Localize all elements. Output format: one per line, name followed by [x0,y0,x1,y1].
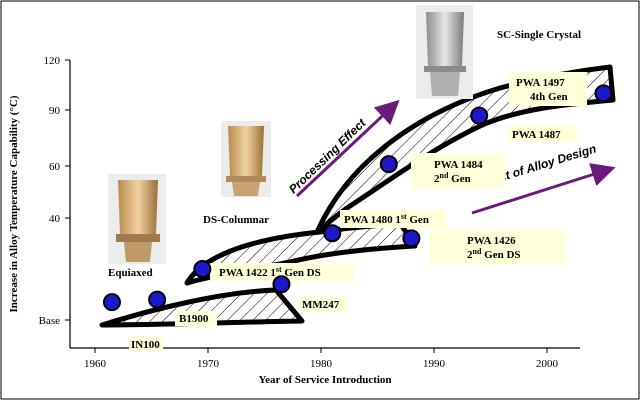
data-point [148,290,167,309]
y-tick-label: 60 [49,161,61,173]
data-point [379,155,398,174]
tick-group: 1960 1970 1980 1990 2000 Base 40 60 90 120 [39,55,559,370]
sc-blade-image [416,5,473,99]
x-axis-label: Year of Service Introduction [258,374,391,386]
ds-blade-image [221,121,271,197]
y-tick-label: 40 [49,213,61,225]
label-pwa1497-line2: 4th Gen [530,91,568,103]
label-pwa1497-line1: PWA 1497 [516,77,565,89]
x-tick-label: 1980 [310,358,333,370]
label-pwa1426-line1: PWA 1426 [467,235,516,247]
label-b1900: B1900 [179,313,209,325]
label-pwa1484-line1: PWA 1484 [434,159,483,171]
processing-effect-arrow [295,99,400,198]
y-tick-label: 90 [49,105,61,117]
y-tick-label: Base [39,315,61,327]
x-tick-label: 1960 [84,358,107,370]
ds-columnar-label: DS-Columnar [203,214,269,226]
data-point [470,106,489,125]
x-tick-label: 1990 [423,358,446,370]
data-point [402,229,421,248]
y-tick-label: 120 [44,55,61,67]
data-points [102,84,613,312]
data-point [323,224,342,243]
label-box-pwa1426 [430,230,566,264]
equiaxed-blade-image [108,174,166,264]
label-box-mm247 [298,297,348,312]
label-box-pwa1422 [210,263,354,281]
label-box-pwa1497 [509,72,587,106]
data-point [272,275,291,294]
data-point [594,84,613,103]
label-pwa1426-line2: 2nd Gen DS [467,247,521,262]
label-box-pwa1487 [507,126,577,142]
x-tick-label: 1970 [197,358,220,370]
y-axis-label: Increase in Alloy Temperature Capability… [8,95,20,312]
alloy-design-arrow [471,163,616,215]
single-crystal-label: SC-Single Crystal [497,29,581,41]
label-box-pwa1484 [411,153,505,189]
equiaxed-label: Equiaxed [108,267,153,279]
label-box-b1900 [175,311,217,326]
label-pwa1480: PWA 1480 1st Gen [344,212,429,227]
label-pwa1484-line2: 2nd Gen [434,171,471,186]
label-in100: IN100 [131,339,160,351]
data-point [102,293,121,312]
label-pwa1422: PWA 1422 1st Gen DS [219,265,321,280]
label-mm247: MM247 [302,299,340,311]
data-point [193,260,212,278]
label-box-in100 [129,337,163,351]
band-equiaxed [99,287,305,328]
label-pwa1487: PWA 1487 [512,129,561,141]
label-box-pwa1480 [340,210,446,228]
x-tick-label: 2000 [536,358,559,370]
